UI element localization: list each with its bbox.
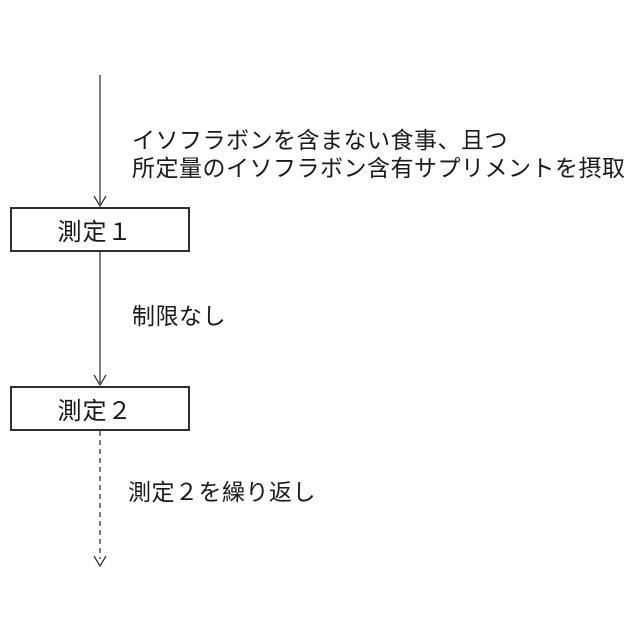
annotation-line: 測定２を繰り返し [128,479,316,505]
arrow-down-icon [93,374,107,387]
arrow-start-to-box1 [93,75,107,208]
annotation-line: 制限なし [132,303,226,329]
annotation-line: イソフラボンを含まない食事、且つ [132,127,508,153]
node-measurement-2: 測定２ [10,386,190,431]
annotation-no-restriction: 制限なし [132,302,226,330]
annotation-diet-condition: イソフラボンを含まない食事、且つ 所定量のイソフラボン含有サプリメントを摂取 [132,126,626,182]
node-label: 測定１ [57,219,133,246]
annotation-line: 所定量のイソフラボン含有サプリメントを摂取 [132,155,626,181]
arrow-down-icon [93,555,107,568]
annotation-repeat-measurement-2: 測定２を繰り返し [128,478,316,506]
arrow-down-icon [93,195,107,208]
node-label: 測定２ [57,398,133,425]
arrow-box2-repeat [93,431,107,568]
arrow-box1-to-box2 [93,252,107,387]
node-measurement-1: 測定１ [10,207,190,252]
